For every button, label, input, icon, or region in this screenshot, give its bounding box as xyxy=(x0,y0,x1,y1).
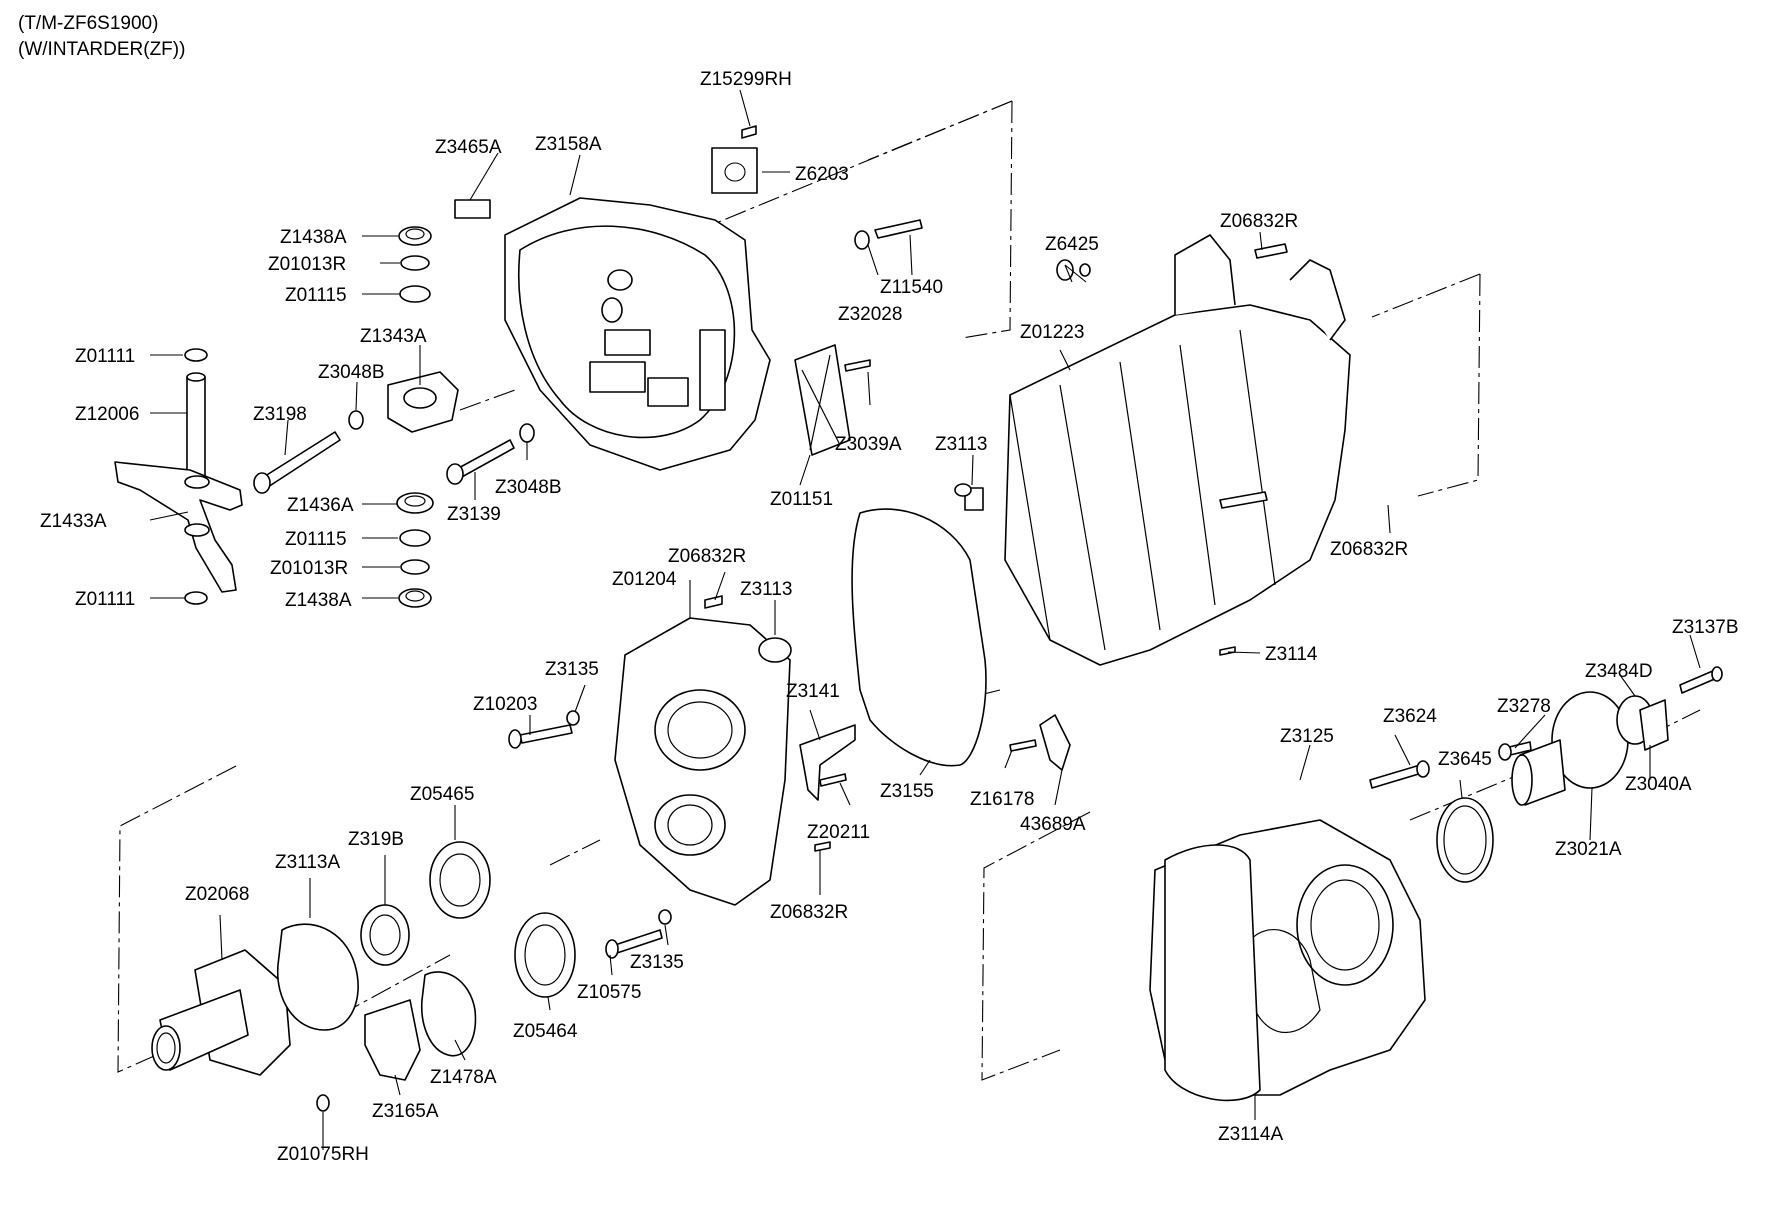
bushing-stack-top xyxy=(398,226,432,303)
label-Z3135-top: Z3135 xyxy=(545,659,599,680)
label-Z3139: Z3139 xyxy=(447,504,501,525)
label-Z01151: Z01151 xyxy=(770,489,833,510)
bolts-left xyxy=(253,423,535,494)
label-Z10575: Z10575 xyxy=(577,982,641,1003)
label-Z1478A: Z1478A xyxy=(430,1067,497,1088)
label-Z01115-bottom: Z01115 xyxy=(285,529,347,550)
label-Z01111-top: Z01111 xyxy=(75,346,135,367)
label-Z1438A-bottom: Z1438A xyxy=(285,590,352,611)
label-Z6425: Z6425 xyxy=(1045,234,1099,255)
gasket-z3113a xyxy=(276,923,359,1031)
label-Z1433A: Z1433A xyxy=(40,511,107,532)
release-fork xyxy=(114,461,243,593)
label-Z3645: Z3645 xyxy=(1438,749,1492,770)
label-Z3141: Z3141 xyxy=(786,681,840,702)
label-Z3040A: Z3040A xyxy=(1625,774,1692,795)
label-Z02068: Z02068 xyxy=(185,884,249,905)
label-Z3048B-right: Z3048B xyxy=(495,477,562,498)
flange-z02068 xyxy=(151,949,291,1076)
label-Z06832R-mid: Z06832R xyxy=(668,546,746,567)
label-Z01013R-bottom: Z01013R xyxy=(270,558,348,579)
label-Z3048B-left: Z3048B xyxy=(318,362,385,383)
label-Z20211: Z20211 xyxy=(807,822,870,843)
label-Z3114A: Z3114A xyxy=(1218,1124,1283,1145)
label-Z16178: Z16178 xyxy=(970,789,1034,810)
label-Z10203: Z10203 xyxy=(473,694,537,715)
label-Z01204: Z01204 xyxy=(612,569,677,590)
label-Z3125: Z3125 xyxy=(1280,726,1334,747)
header-model-line: (T/M-ZF6S1900) xyxy=(18,13,158,34)
label-Z15299RH: Z15299RH xyxy=(700,69,792,90)
snap-ring-top xyxy=(184,348,208,362)
intermediate-plate xyxy=(508,595,831,959)
cover-plate xyxy=(794,344,851,456)
label-Z3137B: Z3137B xyxy=(1672,617,1739,638)
leader-lines xyxy=(149,89,1701,1150)
label-Z6203: Z6203 xyxy=(795,164,849,185)
label-Z3198: Z3198 xyxy=(253,404,307,425)
label-Z3155: Z3155 xyxy=(880,781,934,802)
label-Z06832R-right: Z06832R xyxy=(1330,539,1408,560)
washer-z01075rh xyxy=(316,1094,330,1112)
label-Z3624: Z3624 xyxy=(1383,706,1437,727)
label-Z01013R-top: Z01013R xyxy=(268,254,346,275)
label-43689A: 43689A xyxy=(1020,814,1086,835)
snap-ring-bottom xyxy=(184,591,208,605)
label-Z01075RH: Z01075RH xyxy=(277,1144,369,1165)
label-Z1438A-top: Z1438A xyxy=(280,227,347,248)
part-labels: Z15299RH Z3465A Z3158A Z6203 Z1438A Z010… xyxy=(40,69,1739,1165)
label-Z3465A: Z3465A xyxy=(435,137,502,158)
label-Z1343A: Z1343A xyxy=(360,326,427,347)
release-fork-assembly xyxy=(114,348,243,605)
label-Z3113-right: Z3113 xyxy=(935,434,987,455)
label-Z3039A: Z3039A xyxy=(835,434,902,455)
label-Z3135-bottom: Z3135 xyxy=(630,952,684,973)
gasket-z1478a xyxy=(420,971,477,1057)
rear-housing xyxy=(1149,760,1494,1102)
label-Z319B: Z319B xyxy=(348,829,404,850)
label-Z01223: Z01223 xyxy=(1020,322,1084,343)
label-Z32028: Z32028 xyxy=(838,304,902,325)
label-Z11540: Z11540 xyxy=(880,277,943,298)
label-Z05464: Z05464 xyxy=(513,1021,578,1042)
small-brackets xyxy=(799,714,1071,801)
header-option-line: (W/INTARDER(ZF)) xyxy=(18,39,185,60)
label-Z06832R-top: Z06832R xyxy=(1220,211,1298,232)
label-Z3278: Z3278 xyxy=(1497,696,1551,717)
label-Z1436A: Z1436A xyxy=(287,495,354,516)
label-Z12006: Z12006 xyxy=(75,404,139,425)
label-Z3113A: Z3113A xyxy=(275,852,340,873)
cover-z3165a xyxy=(364,999,421,1081)
output-flange xyxy=(1498,666,1723,806)
label-Z3114: Z3114 xyxy=(1265,644,1318,665)
seal-ring-z3645 xyxy=(1436,797,1494,883)
retarder-seals xyxy=(360,841,576,998)
housing-gasket xyxy=(851,508,987,767)
label-Z3484D: Z3484D xyxy=(1585,661,1653,682)
label-Z01111-bottom: Z01111 xyxy=(75,589,135,610)
pivot-pin xyxy=(186,376,206,478)
clutch-housing xyxy=(454,125,923,471)
gearbox-housing xyxy=(954,234,1351,666)
label-Z3113-mid: Z3113 xyxy=(740,579,792,600)
bushing-stack-bottom xyxy=(396,492,434,608)
label-Z3021A: Z3021A xyxy=(1555,839,1622,860)
pivot-bracket xyxy=(348,371,459,433)
label-Z06832R-bottom: Z06832R xyxy=(770,902,848,923)
label-Z3165A: Z3165A xyxy=(372,1101,439,1122)
label-Z3158A: Z3158A xyxy=(535,134,602,155)
label-Z05465: Z05465 xyxy=(410,784,474,805)
label-Z01115-top: Z01115 xyxy=(285,285,347,306)
